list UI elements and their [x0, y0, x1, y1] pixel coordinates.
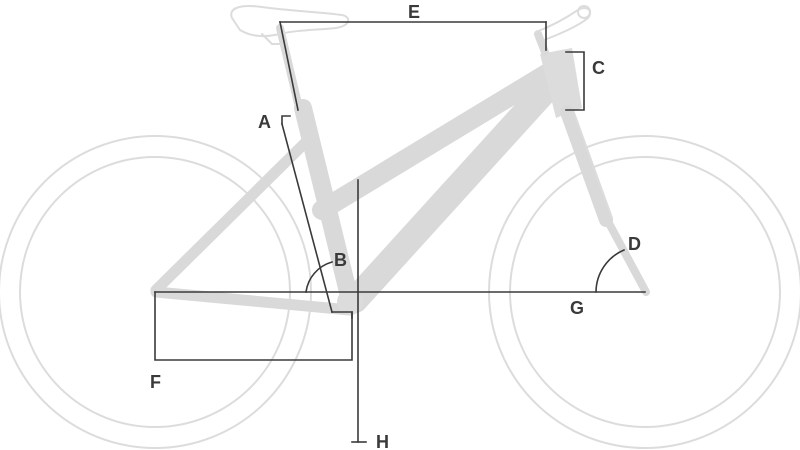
- saddle: [230, 5, 350, 38]
- fork: [560, 105, 650, 296]
- handlebar-grip-end: [577, 5, 591, 19]
- dimension-d-arc: [595, 248, 626, 293]
- dimension-labels: E C A B D G F H: [150, 2, 641, 450]
- seat-stay: [150, 134, 314, 296]
- label-b: B: [334, 250, 347, 270]
- bottom-bracket: [337, 289, 363, 315]
- label-e: E: [408, 2, 420, 22]
- label-h: H: [376, 432, 389, 450]
- chain-stay: [150, 286, 356, 316]
- head-tube: [540, 48, 582, 118]
- label-d: D: [628, 234, 641, 254]
- dimension-e-seat-drop: [279, 21, 299, 111]
- bike-silhouette: [0, 5, 800, 449]
- dimension-f-box: [154, 291, 353, 361]
- saddle-rail: [261, 33, 287, 45]
- frame: [150, 48, 582, 316]
- fork-crown-outline: [572, 109, 613, 219]
- cockpit: [534, 5, 592, 56]
- dimension-lines: [154, 21, 646, 443]
- label-c: C: [592, 58, 605, 78]
- handlebar: [535, 7, 592, 41]
- label-a: A: [258, 112, 271, 132]
- label-f: F: [150, 372, 161, 392]
- fork-upper: [560, 105, 613, 227]
- dimension-a-tick: [281, 115, 291, 125]
- top-tube: [312, 60, 563, 220]
- dimension-a-line: [281, 123, 333, 313]
- dimension-b-arc: [305, 261, 333, 293]
- down-tube: [342, 69, 566, 313]
- label-g: G: [570, 298, 584, 318]
- stem: [534, 30, 549, 56]
- dimension-e: [279, 21, 547, 111]
- dimension-c-bracket: [565, 51, 585, 111]
- fork-lower: [600, 210, 650, 296]
